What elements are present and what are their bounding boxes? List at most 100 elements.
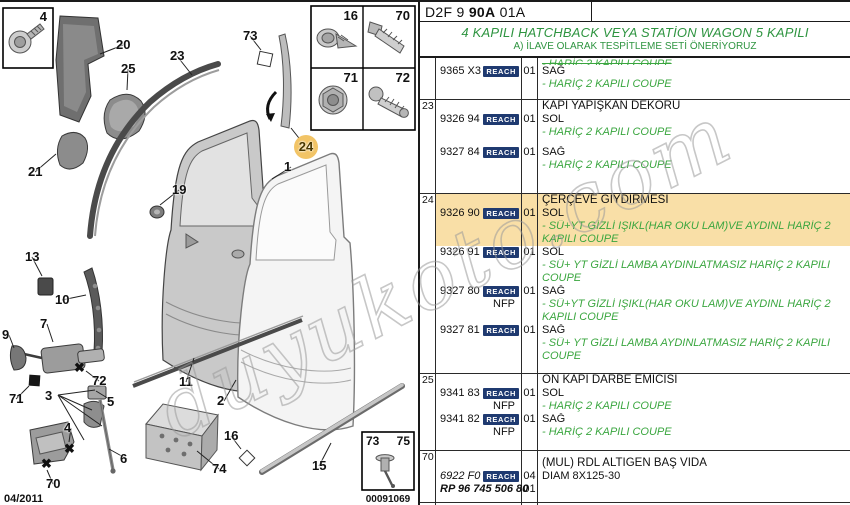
reach-badge[interactable]: REACH <box>483 414 519 425</box>
reach-badge[interactable]: REACH <box>483 286 519 297</box>
legend-grid-label-70: 70 <box>396 8 410 23</box>
part-number: 9327 80 <box>440 285 480 297</box>
description-cell: SOL <box>542 246 565 258</box>
group-ref-cell <box>420 439 436 450</box>
table-row: NFP- SÜ+YT GİZLİ IŞIKL(HAR OKU LAM)VE AY… <box>420 298 850 311</box>
reach-badge[interactable]: REACH <box>483 388 519 399</box>
variant-note: - HARİÇ 2 KAPILI COUPE <box>542 58 672 65</box>
clip-19-shape <box>149 205 165 219</box>
part-number: 9326 90 <box>440 207 480 219</box>
part-number: 9341 82 <box>440 413 480 425</box>
part-number: 6922 F0 <box>440 470 481 482</box>
reach-badge[interactable]: REACH <box>483 325 519 336</box>
trim-21-shape <box>56 132 89 170</box>
catalog-code-part2: 90A <box>468 4 496 20</box>
description-cell: COUPE <box>538 350 850 363</box>
legend-box-75-label: 75 <box>397 434 411 448</box>
part-number-cell <box>436 159 522 172</box>
group-ref-cell <box>420 78 436 91</box>
description-cell: COUPE <box>538 272 850 285</box>
catalog-code: D2F 9 90A 01A <box>420 2 592 21</box>
lock-bracket-shape <box>83 385 107 428</box>
group-ref-cell <box>420 126 436 139</box>
table-row <box>420 139 850 146</box>
group-ref-cell <box>420 146 436 159</box>
part-number-cell <box>436 259 522 272</box>
diagram-artwork: 4 16 70 71 72 <box>2 5 416 505</box>
reach-badge[interactable]: REACH <box>483 147 519 158</box>
quantity-cell <box>522 337 538 350</box>
quantity-cell <box>522 126 538 139</box>
bolt-icon <box>367 21 405 54</box>
group-ref-cell <box>420 387 436 400</box>
legend-box-73-label: 73 <box>366 434 380 448</box>
check-strap-7-shape <box>23 343 105 374</box>
quantity-cell <box>522 374 538 387</box>
part-number-cell <box>436 496 522 502</box>
description-cell: - HARİÇ 2 KAPILI COUPE <box>538 126 850 139</box>
catalog-code-part1: D2F 9 <box>425 4 469 20</box>
part-number-cell <box>436 457 522 470</box>
variant-note: - SÜ+ YT GİZLİ LAMBA AYDINLATMASIZ HARİÇ… <box>542 259 831 271</box>
legend-box-4: 4 <box>2 7 54 69</box>
group-ref-cell <box>420 363 436 373</box>
reach-badge[interactable]: REACH <box>483 471 519 482</box>
group-ref-cell <box>420 337 436 350</box>
part-number-cell <box>436 172 522 193</box>
quantity-cell: 01 <box>522 246 538 259</box>
variant-note: KAPILI COUPE <box>542 233 619 245</box>
table-row: - HARİÇ 2 KAPILI COUPE <box>420 78 850 91</box>
quantity-cell <box>522 159 538 172</box>
model-banner-line2: A) İLAVE OLARAK TESPİTLEME SETİ ÖNERİYOR… <box>513 41 757 52</box>
variant-note: COUPE <box>542 350 582 362</box>
catalog-code-part3: 01A <box>495 4 526 20</box>
part-number-cell <box>436 100 522 113</box>
quantity-cell: 01 <box>522 324 538 337</box>
group-ref-cell: 70 <box>420 451 436 463</box>
quantity-cell <box>522 457 538 470</box>
quantity-cell <box>522 311 538 324</box>
group-ref-cell <box>420 470 436 483</box>
part-number-cell <box>436 337 522 350</box>
group-ref-cell <box>420 426 436 439</box>
reach-badge[interactable]: REACH <box>483 247 519 258</box>
table-row: - HARİÇ 2 KAPILI COUPE <box>420 58 850 65</box>
table-row: NFP- HARİÇ 2 KAPILI COUPE <box>420 426 850 439</box>
table-row: COUPE <box>420 272 850 285</box>
description-cell: KAPI YAPIŞKAN DEKORU <box>542 100 681 112</box>
table-row: - HARİÇ 2 KAPILI COUPE <box>420 126 850 139</box>
diagram-date: 04/2011 <box>4 493 43 505</box>
quantity-cell <box>522 298 538 311</box>
table-row <box>420 363 850 373</box>
part-number-cell <box>436 126 522 139</box>
quantity-cell: 01 <box>522 387 538 400</box>
reach-badge[interactable]: REACH <box>483 114 519 125</box>
nut-icon <box>318 85 348 115</box>
quantity-cell <box>522 58 538 65</box>
reach-badge[interactable]: REACH <box>483 66 519 77</box>
quantity-cell <box>522 259 538 272</box>
quantity-cell <box>522 91 538 99</box>
description-cell: ÇERÇEVE GİYDİRMESİ <box>538 194 850 207</box>
model-banner-line1: 4 KAPILI HATCHBACK VEYA STATİON WAGON 5 … <box>461 25 809 40</box>
legend-grid-label-71: 71 <box>344 70 358 85</box>
table-filler-row <box>420 503 850 505</box>
group-ref-cell <box>420 496 436 502</box>
model-banner: 4 KAPILI HATCHBACK VEYA STATİON WAGON 5 … <box>420 22 850 58</box>
quantity-cell: 01 <box>522 413 538 426</box>
reach-badge[interactable]: REACH <box>483 208 519 219</box>
quantity-cell <box>522 220 538 233</box>
part-number-cell <box>436 363 522 373</box>
part-number-cell: NFP <box>436 298 522 311</box>
part-number-cell: NFP <box>436 426 522 439</box>
